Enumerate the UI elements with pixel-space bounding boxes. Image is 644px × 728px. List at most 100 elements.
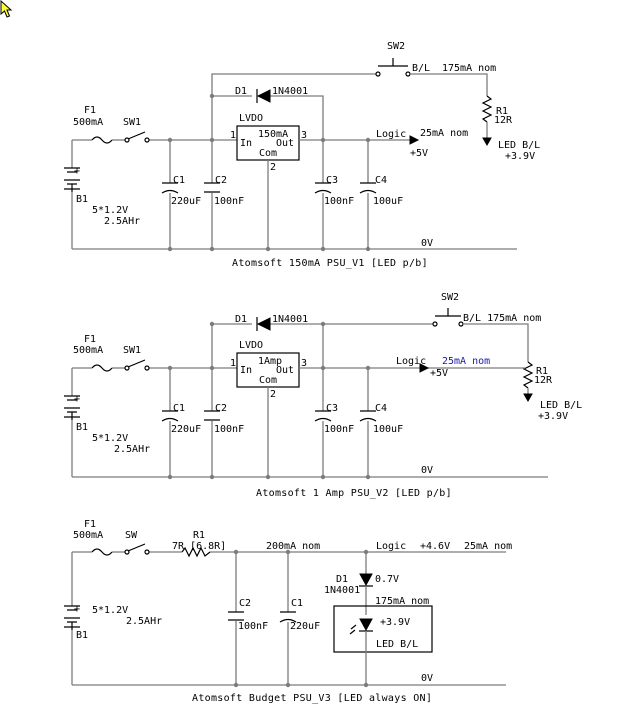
c3-label: C3	[326, 403, 338, 414]
c4-value: 100uF	[373, 196, 403, 207]
f1-value: 500mA	[73, 117, 103, 128]
led-label: LED B/L	[376, 639, 418, 650]
logic-label: Logic	[376, 129, 406, 140]
r1-value: 12R	[534, 375, 553, 386]
c1-value: 220uF	[171, 424, 201, 435]
switch-sw1-symbol	[124, 131, 150, 143]
ic-rating: 150mA	[258, 129, 288, 140]
d1-drop: 0.7V	[375, 574, 399, 585]
battery-plus-label: +	[74, 604, 80, 615]
ic-com-label: Com	[259, 148, 277, 159]
c1-label: C1	[173, 175, 185, 186]
c2-label: C2	[239, 598, 251, 609]
resistor-r1-symbol	[522, 361, 534, 389]
battery-plus-label: +	[74, 394, 80, 405]
sw1-label: SW1	[123, 117, 141, 128]
ic-rating: 1Amp	[258, 356, 282, 367]
f1-value: 500mA	[73, 530, 103, 541]
c1-value: 220uF	[171, 196, 201, 207]
bl-current: 175mA nom	[375, 596, 429, 607]
ic-in-label: In	[240, 365, 252, 376]
pin2-label: 2	[270, 162, 276, 173]
switch-sw2-symbol	[375, 58, 411, 77]
fuse-f1-symbol	[91, 136, 113, 144]
b1-capacity: 2.5AHr	[104, 216, 140, 227]
r1-value: 12R	[494, 115, 513, 126]
circuit-v1: F1 500mA SW1 + B1 5*1.2V 2.5AHr C1 220uF…	[64, 41, 540, 269]
c1-label: C1	[291, 598, 303, 609]
f1-label: F1	[84, 334, 96, 345]
resistor-r1-symbol	[481, 95, 493, 123]
circuit-v2: F1 500mA SW1 + B1 5*1.2V 2.5AHr C1 220uF…	[64, 292, 582, 499]
logic-voltage: +4.6V	[420, 541, 450, 552]
c3-value: 100nF	[324, 424, 354, 435]
c2-value: 100nF	[238, 621, 268, 632]
pin2-label: 2	[270, 389, 276, 400]
logic-label: Logic	[396, 356, 426, 367]
f1-label: F1	[84, 519, 96, 530]
fuse-f1-symbol	[91, 364, 113, 372]
c1-value: 220uF	[290, 621, 320, 632]
b1-voltage: 5*1.2V	[92, 205, 128, 216]
led-voltage: +3.9V	[538, 411, 568, 422]
b1-voltage: 5*1.2V	[92, 605, 128, 616]
logic-current: 25mA nom	[442, 356, 490, 367]
v5-label: +5V	[430, 368, 448, 379]
sw2-label: SW2	[441, 292, 459, 303]
ic-out-label: Out	[276, 365, 294, 376]
ic-name: LVDO	[239, 113, 263, 124]
battery-b1-symbol	[64, 167, 80, 192]
diode-d1-symbol	[256, 317, 271, 331]
logic-current: 25mA nom	[420, 128, 468, 139]
mouse-cursor-icon	[0, 0, 13, 18]
ic-in-label: In	[240, 138, 252, 149]
f1-value: 500mA	[73, 345, 103, 356]
circuit-v3: F1 500mA SW + B1 5*1.2V 2.5AHr R1 7R [6.…	[64, 519, 512, 704]
resistor-r1-symbol	[181, 546, 211, 558]
d1-label: D1	[235, 314, 247, 325]
led-backlight-box	[333, 605, 433, 653]
b1-voltage: 5*1.2V	[92, 433, 128, 444]
sw2-label: SW2	[387, 41, 405, 52]
r1-label: R1	[496, 106, 508, 117]
ic-name: LVDO	[239, 340, 263, 351]
logic-current: 25mA nom	[464, 541, 512, 552]
c3-value: 100nF	[324, 196, 354, 207]
c2-value: 100nF	[214, 196, 244, 207]
b1-capacity: 2.5AHr	[114, 444, 150, 455]
sw1-label: SW1	[123, 345, 141, 356]
b1-label: B1	[76, 422, 88, 433]
main-current: 200mA nom	[266, 541, 320, 552]
pin1-label: 1	[230, 358, 236, 369]
fuse-f1-symbol	[91, 548, 113, 556]
d1-value: 1N4001	[324, 585, 360, 596]
d1-label: D1	[235, 86, 247, 97]
logic-label: Logic	[376, 541, 406, 552]
r1-label: R1	[536, 366, 548, 377]
c4-value: 100uF	[373, 424, 403, 435]
battery-plus-label: +	[74, 166, 80, 177]
c1-label: C1	[173, 403, 185, 414]
c4-label: C4	[375, 175, 387, 186]
c2-value: 100nF	[214, 424, 244, 435]
f1-label: F1	[84, 105, 96, 116]
led-label: LED B/L	[540, 400, 582, 411]
v5-label: +5V	[410, 148, 428, 159]
c2-label: C2	[215, 175, 227, 186]
b1-label: B1	[76, 630, 88, 641]
v2-title: Atomsoft 1 Amp PSU_V2 [LED p/b]	[256, 488, 452, 499]
gnd-label: 0V	[421, 465, 433, 476]
d1-value: 1N4001	[272, 86, 308, 97]
ic-out-label: Out	[276, 138, 294, 149]
bl-label: B/L	[412, 63, 430, 74]
diode-d1-symbol	[256, 89, 271, 103]
pin1-label: 1	[230, 130, 236, 141]
led-icon	[349, 618, 373, 635]
r1-label: R1	[193, 530, 205, 541]
pin3-label: 3	[301, 130, 307, 141]
bl-current: 175mA nom	[442, 63, 496, 74]
bl-current: B/L 175mA nom	[463, 313, 541, 324]
v3-title: Atomsoft Budget PSU_V3 [LED always ON]	[192, 693, 432, 704]
battery-b1-symbol	[64, 395, 80, 420]
ic-com-label: Com	[259, 375, 277, 386]
